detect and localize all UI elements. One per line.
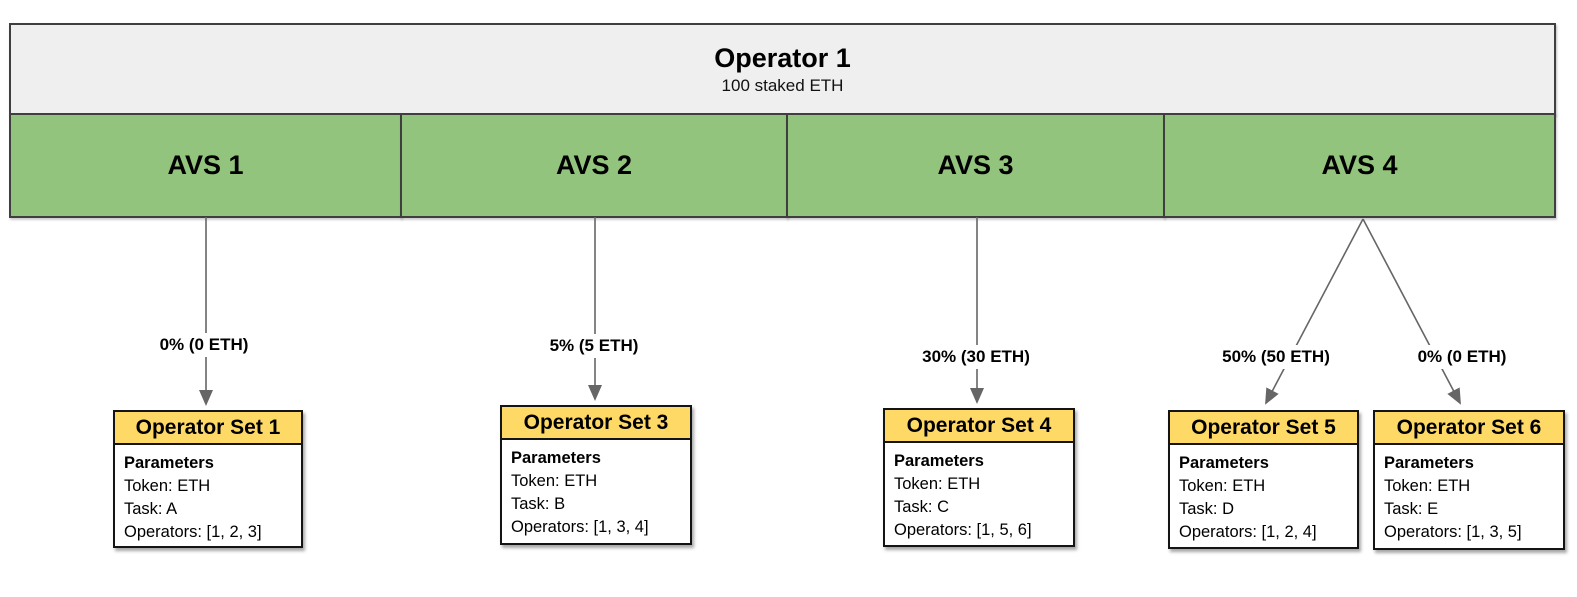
operator-set-6-box: Operator Set 6 Parameters Token: ETH Tas… xyxy=(1373,410,1565,550)
avs-3-label: AVS 3 xyxy=(937,150,1014,180)
params-heading: Parameters xyxy=(1179,454,1269,472)
avs-1-box: AVS 1 xyxy=(9,113,402,218)
operator-set-4-box: Operator Set 4 Parameters Token: ETH Tas… xyxy=(883,408,1075,547)
operator-box: Operator 1 100 staked ETH xyxy=(9,23,1556,115)
params-operators: Operators: [1, 5, 6] xyxy=(894,521,1032,539)
params-heading: Parameters xyxy=(124,454,214,472)
avs-4-box: AVS 4 xyxy=(1163,113,1556,218)
operator-set-3-title: Operator Set 3 xyxy=(502,407,690,440)
operator-set-5-box: Operator Set 5 Parameters Token: ETH Tas… xyxy=(1168,410,1359,549)
params-task: Task: C xyxy=(894,498,950,516)
allocation-label-avs4-set6: 0% (0 ETH) xyxy=(1413,345,1511,369)
operator-set-6-params: Parameters Token: ETH Task: E Operators:… xyxy=(1375,445,1563,548)
params-token: Token: ETH xyxy=(1179,477,1266,495)
operator-set-6-title: Operator Set 6 xyxy=(1375,412,1563,445)
arrow-avs4-to-set5 xyxy=(1265,218,1364,405)
params-token: Token: ETH xyxy=(124,477,211,495)
params-heading: Parameters xyxy=(511,449,601,467)
allocation-label-avs3: 30% (30 ETH) xyxy=(918,345,1034,369)
arrow-avs4-to-set6 xyxy=(1362,218,1461,405)
params-task: Task: E xyxy=(1384,500,1439,518)
operator-stake-subtitle: 100 staked ETH xyxy=(721,76,844,95)
avs-3-box: AVS 3 xyxy=(786,113,1165,218)
avs-2-box: AVS 2 xyxy=(400,113,788,218)
params-operators: Operators: [1, 2, 4] xyxy=(1179,523,1317,541)
params-operators: Operators: [1, 3, 5] xyxy=(1384,523,1522,541)
allocation-label-avs4-set5: 50% (50 ETH) xyxy=(1218,345,1334,369)
operator-set-5-title: Operator Set 5 xyxy=(1170,412,1357,445)
operator-set-4-title: Operator Set 4 xyxy=(885,410,1073,443)
operator-set-3-params: Parameters Token: ETH Task: B Operators:… xyxy=(502,440,690,543)
operator-set-1-params: Parameters Token: ETH Task: A Operators:… xyxy=(115,445,301,548)
allocation-label-avs1: 0% (0 ETH) xyxy=(155,333,253,357)
operator-title: Operator 1 xyxy=(714,43,851,73)
avs-4-label: AVS 4 xyxy=(1321,150,1398,180)
params-token: Token: ETH xyxy=(1384,477,1471,495)
operator-set-1-box: Operator Set 1 Parameters Token: ETH Tas… xyxy=(113,410,303,548)
params-heading: Parameters xyxy=(894,452,984,470)
allocation-label-avs2: 5% (5 ETH) xyxy=(545,334,643,358)
operator-set-5-params: Parameters Token: ETH Task: D Operators:… xyxy=(1170,445,1357,548)
params-token: Token: ETH xyxy=(894,475,981,493)
operator-set-4-params: Parameters Token: ETH Task: C Operators:… xyxy=(885,443,1073,546)
params-operators: Operators: [1, 2, 3] xyxy=(124,523,262,541)
params-task: Task: D xyxy=(1179,500,1235,518)
params-operators: Operators: [1, 3, 4] xyxy=(511,518,649,536)
params-token: Token: ETH xyxy=(511,472,598,490)
avs-1-label: AVS 1 xyxy=(167,150,244,180)
params-task: Task: B xyxy=(511,495,566,513)
params-heading: Parameters xyxy=(1384,454,1474,472)
avs-2-label: AVS 2 xyxy=(555,150,633,180)
params-task: Task: A xyxy=(124,500,178,518)
operator-set-3-box: Operator Set 3 Parameters Token: ETH Tas… xyxy=(500,405,692,545)
operator-set-1-title: Operator Set 1 xyxy=(115,412,301,445)
